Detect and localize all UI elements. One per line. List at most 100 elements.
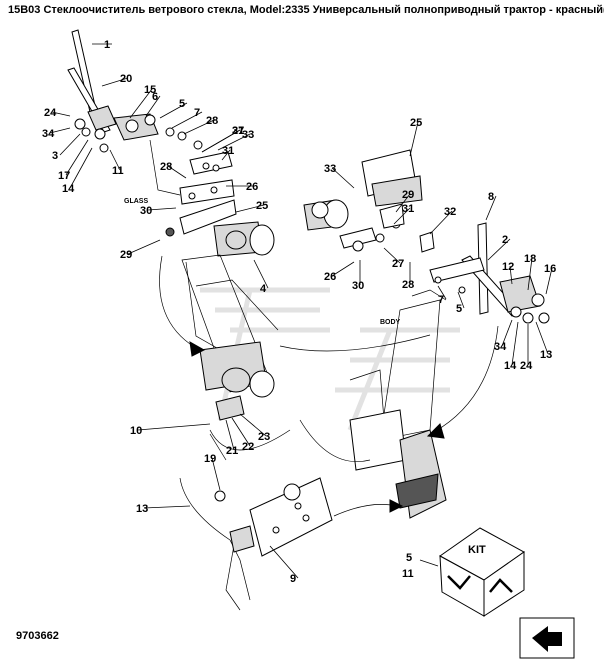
cab-windshield: [181, 254, 447, 519]
callout-leader: [147, 207, 177, 211]
figure-code: 9703662: [16, 630, 59, 642]
callout-number: 26: [324, 271, 336, 283]
watermark-logo: [200, 287, 460, 431]
callout-leader: [217, 133, 251, 151]
callout-leader: [235, 204, 265, 213]
callout-number: 6: [152, 91, 158, 103]
callout-leader: [145, 95, 161, 117]
kit-box: KIT 5 11: [402, 527, 525, 617]
callout-leader: [183, 119, 215, 135]
callout-leader: [485, 195, 497, 221]
kit-label: KIT: [468, 544, 486, 556]
page-nav-icon[interactable]: [519, 617, 575, 659]
callout-number: 13: [136, 503, 148, 515]
callout-leader: [511, 321, 519, 366]
callout-number: 10: [130, 425, 142, 437]
callout-leader: [109, 149, 121, 171]
callout-number: 12: [502, 261, 514, 273]
assembly-arrows: [159, 255, 499, 517]
callout-number: 7: [194, 107, 200, 119]
callout-leader: [127, 239, 161, 255]
callout-leader: [545, 267, 553, 295]
callout-number: 19: [204, 453, 216, 465]
callout-number: 28: [206, 115, 218, 127]
callout-leader: [501, 319, 513, 347]
callout-number: 17: [58, 170, 70, 182]
switch-panel-harness: [179, 433, 333, 611]
callout-leader: [383, 247, 401, 264]
body-label: BODY: [380, 319, 401, 326]
callout-number: 14: [504, 360, 517, 372]
callout-number: 18: [524, 253, 536, 265]
glass-label: GLASS: [124, 198, 148, 205]
callout-leader: [409, 121, 419, 157]
callout-leader: [137, 423, 211, 431]
callout-number: 31: [402, 203, 414, 215]
callout-number: 11: [112, 165, 124, 177]
callout-leader: [509, 265, 513, 285]
callout-leader: [171, 111, 203, 129]
callout-number: 5: [456, 303, 462, 315]
callout-leader: [65, 139, 89, 176]
callout-leader: [487, 238, 511, 261]
callout-leader: [51, 111, 71, 117]
page-title: 15B03 Стеклоочиститель ветрового стекла,…: [8, 4, 604, 16]
callout-leader: [221, 149, 231, 161]
callout-number: 24: [44, 107, 57, 119]
callout-number: 29: [120, 249, 132, 261]
callout-number: 26: [246, 181, 258, 193]
callout-leader: [253, 259, 269, 289]
upper-right-wiper-assembly: [303, 149, 550, 324]
callout-leader: [69, 147, 93, 189]
callout-number: 7: [438, 294, 444, 306]
callout-number: 32: [444, 206, 456, 218]
callout-number: 2: [502, 234, 508, 246]
callout-leader: [129, 88, 153, 119]
callout-number: 28: [160, 161, 172, 173]
callout-number: 3: [52, 150, 58, 162]
callout-leader: [143, 505, 191, 509]
callout-leader: [59, 133, 81, 156]
callout-leader: [395, 193, 411, 213]
callout-number: 30: [352, 280, 364, 292]
callout-number: 31: [232, 125, 244, 137]
callout-number: 16: [544, 263, 556, 275]
callout-leader: [331, 261, 355, 277]
callout-number: 5: [179, 98, 185, 110]
callout-leader: [201, 129, 241, 153]
callout-leader: [393, 207, 411, 225]
upper-left-wiper-assembly: [67, 29, 275, 257]
kit-part-b: 11: [402, 568, 414, 580]
callout-number: 30: [140, 205, 152, 217]
callout-number: 15: [144, 84, 156, 96]
kit-part-a: 5: [406, 552, 412, 564]
callout-leader: [167, 165, 187, 179]
callout-number: 22: [242, 441, 254, 453]
callout-leader: [101, 77, 129, 87]
callout-number: 34: [42, 128, 55, 140]
callout-leader: [429, 210, 453, 235]
callout-number: 25: [410, 117, 422, 129]
callout-number: 27: [392, 258, 404, 270]
callout-number: 34: [494, 341, 507, 353]
callout-leader: [231, 417, 251, 447]
callout-leader: [269, 545, 299, 579]
callout-leader: [535, 321, 549, 355]
callout-leader: [211, 457, 221, 491]
callout-leader: [437, 285, 447, 300]
callout-leader: [225, 419, 235, 451]
callout-number: 13: [540, 349, 552, 361]
callout-number: 1: [104, 39, 110, 51]
callout-number: 20: [120, 73, 132, 85]
callout-number: 33: [324, 163, 336, 175]
callout-number: 33: [242, 129, 254, 141]
callout-number: 21: [226, 445, 238, 457]
callout-number: 9: [290, 573, 296, 585]
callout-number: 29: [402, 189, 414, 201]
callout-leader: [527, 257, 533, 291]
callout-number: 24: [520, 360, 533, 372]
callout-number: 25: [256, 200, 268, 212]
callout-leader: [49, 127, 71, 134]
